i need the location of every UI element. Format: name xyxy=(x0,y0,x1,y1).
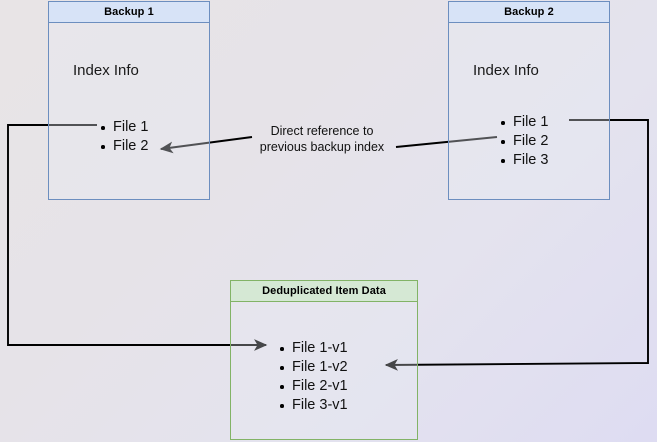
node-dedup[interactable]: Deduplicated Item Data File 1-v1 File 1-… xyxy=(230,280,418,440)
node-backup1-item-list: File 1 File 2 xyxy=(99,118,148,156)
list-item: File 1 xyxy=(99,118,148,137)
list-item: File 3 xyxy=(499,151,548,170)
connector-backup2-to-dedup xyxy=(384,119,649,371)
edge-label-line1: Direct reference to xyxy=(270,124,374,138)
node-backup2[interactable]: Backup 2 Index Info File 1 File 2 File 3 xyxy=(448,1,610,200)
list-item: File 2-v1 xyxy=(278,377,348,396)
connector-backup2-to-backup1-left xyxy=(159,136,253,154)
node-backup2-subtitle: Index Info xyxy=(473,62,539,79)
list-item: File 2 xyxy=(99,137,148,156)
node-backup2-item-list: File 1 File 2 File 3 xyxy=(499,113,548,170)
node-backup1[interactable]: Backup 1 Index Info File 1 File 2 xyxy=(48,1,210,200)
list-item: File 2 xyxy=(499,132,548,151)
connector-backup2-to-backup1-right xyxy=(395,136,498,148)
node-dedup-item-list: File 1-v1 File 1-v2 File 2-v1 File 3-v1 xyxy=(278,339,348,415)
list-item: File 1-v1 xyxy=(278,339,348,358)
edge-label-direct-reference: Direct reference to previous backup inde… xyxy=(249,123,395,155)
node-dedup-header: Deduplicated Item Data xyxy=(231,281,417,302)
node-backup1-subtitle: Index Info xyxy=(73,62,139,79)
node-backup2-header: Backup 2 xyxy=(449,2,609,23)
node-backup1-header: Backup 1 xyxy=(49,2,209,23)
edge-label-line2: previous backup index xyxy=(259,140,385,154)
connector-backup1-to-dedup xyxy=(7,124,268,351)
list-item: File 3-v1 xyxy=(278,396,348,415)
list-item: File 1-v2 xyxy=(278,358,348,377)
list-item: File 1 xyxy=(499,113,548,132)
